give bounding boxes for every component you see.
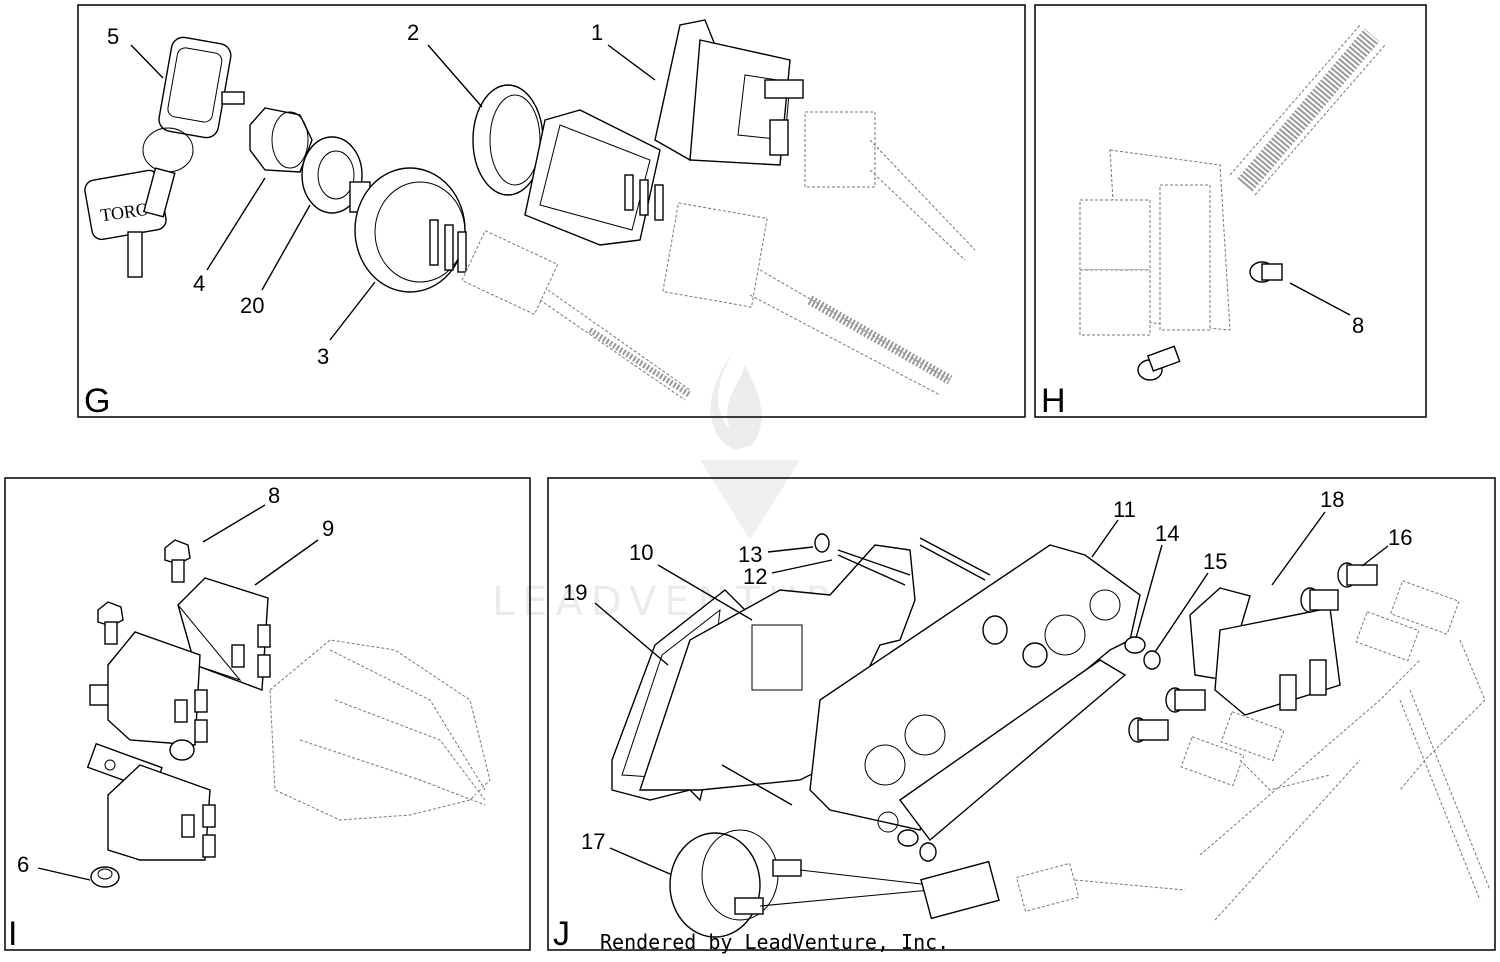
callout-j-13: 13 — [738, 542, 762, 567]
relay-lower — [86, 742, 216, 861]
lamp-harness — [1180, 580, 1491, 921]
switch-18 — [1189, 587, 1341, 716]
callout-g-2: 2 — [407, 20, 419, 45]
callout-i-6: 6 — [17, 852, 29, 877]
render-credit: Rendered by LeadVenture, Inc. — [600, 930, 949, 954]
panel-g: TORO — [84, 19, 976, 420]
callout-j-18: 18 — [1320, 487, 1344, 512]
washer-20 — [301, 136, 363, 214]
leader-j-16 — [1361, 545, 1389, 567]
nut-6 — [90, 866, 120, 888]
harness-connector-g2 — [662, 111, 976, 396]
leader-2 — [427, 44, 483, 108]
panel-h: 8 H — [1041, 24, 1386, 420]
panel-g-frame — [77, 4, 1026, 418]
callout-j-14: 14 — [1155, 521, 1179, 546]
leader-4 — [206, 177, 266, 271]
panel-letter-i: I — [8, 915, 17, 953]
leader-h-8 — [1289, 282, 1351, 316]
dash-panel-11 — [809, 544, 1141, 842]
relay-middle — [89, 631, 208, 761]
leader-i-9 — [254, 539, 319, 586]
panel-letter-g: G — [84, 382, 110, 420]
flame-logo-icon — [710, 350, 762, 450]
panel-j-frame — [547, 477, 1496, 951]
bolts-12-13 — [814, 533, 991, 586]
buzzer-17 — [669, 829, 1186, 938]
key-assembly: TORO — [84, 36, 245, 278]
fastener-8-h — [1137, 261, 1283, 381]
leader-1 — [607, 44, 656, 81]
ignition-switch-3 — [349, 167, 467, 293]
panel-i: 8 9 6 I — [8, 483, 491, 953]
leader-j-14 — [1135, 544, 1163, 639]
leader-3 — [329, 281, 376, 341]
callout-h-8: 8 — [1352, 313, 1364, 338]
panel-letter-j: J — [553, 915, 570, 953]
lamps-16 — [1128, 562, 1378, 743]
callout-j-12: 12 — [743, 564, 767, 589]
panel-10 — [639, 544, 916, 806]
leader-j-19 — [594, 602, 669, 666]
leader-i-8 — [202, 504, 266, 543]
callout-g-4: 4 — [193, 271, 205, 296]
callout-j-16: 16 — [1388, 525, 1412, 550]
callout-g-20: 20 — [240, 293, 264, 318]
panel-j: 10 13 12 19 11 14 15 18 16 17 J — [553, 487, 1491, 953]
callout-j-10: 10 — [629, 540, 653, 565]
nut-4 — [249, 107, 313, 173]
relay-harness — [269, 639, 491, 821]
leader-20 — [261, 204, 311, 291]
washer-nut-14-15 — [897, 636, 1161, 862]
panel-i-frame — [4, 477, 531, 951]
callout-i-8: 8 — [268, 483, 280, 508]
leader-j-18 — [1271, 511, 1326, 586]
harness-connector-g1 — [461, 229, 692, 401]
leader-j-12 — [771, 559, 833, 574]
leader-j-17 — [609, 847, 671, 875]
leader-j-15 — [1154, 572, 1209, 653]
relay-9 — [177, 577, 271, 691]
leader-5 — [130, 44, 164, 79]
leader-j-11 — [1091, 519, 1119, 558]
callout-j-19: 19 — [563, 580, 587, 605]
rocker-switch-1 — [654, 19, 804, 166]
panel-letter-h: H — [1041, 382, 1066, 420]
callout-g-5: 5 — [107, 24, 119, 49]
watermark: LEADVENTURE — [492, 350, 866, 625]
leader-j-13 — [767, 546, 814, 553]
callout-g-1: 1 — [591, 20, 603, 45]
callout-g-3: 3 — [317, 344, 329, 369]
callout-j-11: 11 — [1113, 497, 1136, 522]
callout-j-15: 15 — [1203, 549, 1227, 574]
relay-screws — [97, 539, 191, 645]
chevron-logo-icon — [700, 460, 800, 540]
leader-j-10 — [657, 564, 753, 621]
callout-j-17: 17 — [581, 829, 605, 854]
rocker-switch-2 — [472, 84, 664, 246]
callout-i-9: 9 — [322, 516, 334, 541]
leader-i-6 — [37, 867, 91, 881]
panel-h-frame — [1034, 4, 1427, 418]
